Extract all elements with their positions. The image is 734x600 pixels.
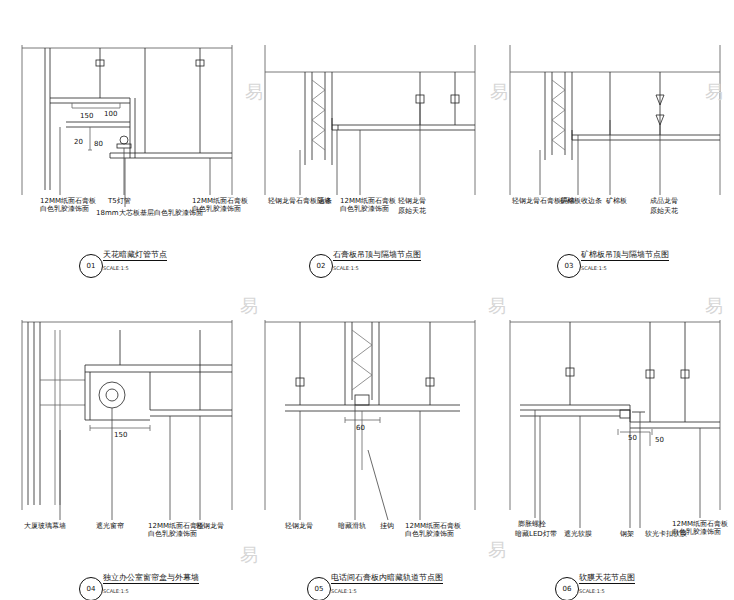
note-label: 轻钢龙骨 — [285, 522, 313, 530]
note-label: 80 — [94, 140, 103, 148]
note-label: 50 — [655, 436, 664, 444]
detail-title: 独立办公室窗帘盒与外幕墙 — [103, 573, 199, 584]
note-label: 150 — [114, 431, 127, 439]
watermark: 易 — [240, 296, 258, 317]
detail-number: 04 — [87, 585, 96, 593]
note-label: 挂钩 — [380, 522, 394, 530]
scale-note: SCALE:1:5 — [333, 266, 359, 272]
note-label: 原始天花 — [398, 207, 426, 215]
detail-number: 06 — [563, 585, 572, 593]
detail-number-circle: 02 — [309, 254, 333, 278]
scale-note: SCALE:1:5 — [331, 589, 357, 595]
detail-number-circle: 05 — [307, 577, 331, 600]
note-label: T5灯管 — [108, 197, 131, 205]
note-label: 矿棉板 — [606, 197, 627, 205]
detail-number: 03 — [565, 262, 574, 270]
watermark: 易 — [490, 82, 508, 103]
watermark: 易 — [705, 296, 723, 317]
note-label: 100 — [104, 110, 117, 118]
detail-title: 软膜天花节点图 — [579, 573, 635, 584]
detail-title: 电话间石膏板内暗藏轨道节点图 — [331, 573, 443, 584]
detail-number-circle: 06 — [555, 577, 579, 600]
note-label: 大厦玻璃幕墙 — [24, 522, 66, 530]
note-label: 钢架 — [620, 530, 634, 538]
detail-number: 05 — [315, 585, 324, 593]
detail-number-circle: 03 — [557, 254, 581, 278]
watermark: 易 — [705, 82, 723, 103]
note-label: 轻钢龙骨 — [398, 197, 426, 205]
note-label: 50 — [628, 434, 637, 442]
detail-title: 天花暗藏灯管节点 — [103, 250, 167, 261]
material-note: 12MM纸面石膏板 白色乳胶漆饰面 — [405, 522, 463, 538]
scale-note: SCALE:1:5 — [579, 589, 605, 595]
note-label: 原始天花 — [650, 207, 678, 215]
note-label: 成品龙骨 — [650, 197, 678, 205]
material-note: 12MM纸面石膏板 白色乳胶漆饰面 — [340, 197, 398, 213]
scale-note: SCALE:1:5 — [581, 266, 607, 272]
detail-number: 02 — [317, 262, 326, 270]
note-label: 遮光软膜 — [564, 530, 592, 538]
note-label: 18mm大芯板基层白色乳胶漆饰面 — [96, 209, 203, 217]
note-label: 轻钢龙骨 — [196, 522, 224, 530]
note-label: 遮光窗帘 — [96, 522, 124, 530]
watermark: 易 — [488, 296, 506, 317]
note-label: 150 — [80, 112, 93, 120]
note-label: 矿棉板收边条 — [560, 197, 602, 205]
watermark: 易 — [245, 82, 263, 103]
scale-note: SCALE:1:5 — [103, 589, 129, 595]
detail-number: 01 — [87, 262, 96, 270]
note-label: 60 — [356, 424, 365, 432]
note-label: 暗藏LED灯带 — [515, 530, 557, 538]
watermark: 易 — [240, 545, 258, 566]
detail-number-circle: 01 — [79, 254, 103, 278]
note-label: 暗藏滑轨 — [338, 522, 366, 530]
material-note: 12MM纸面石膏板 白色乳胶漆饰面 — [192, 197, 250, 213]
detail-title: 石膏板吊顶与隔墙节点图 — [333, 250, 421, 261]
note-label: 膨胀螺栓 — [518, 520, 546, 528]
detail-title: 矿棉板吊顶与隔墙节点图 — [581, 250, 669, 261]
note-label: 20 — [74, 138, 83, 146]
detail-number-circle: 04 — [79, 577, 103, 600]
material-note: 12MM纸面石膏板 白色乳胶漆饰面 — [40, 197, 98, 213]
scale-note: SCALE:1:5 — [103, 266, 129, 272]
watermark: 易 — [488, 540, 506, 561]
material-note: 12MM纸面石膏板 白色乳胶漆饰面 — [672, 520, 730, 536]
note-label: 边条 — [318, 197, 332, 205]
